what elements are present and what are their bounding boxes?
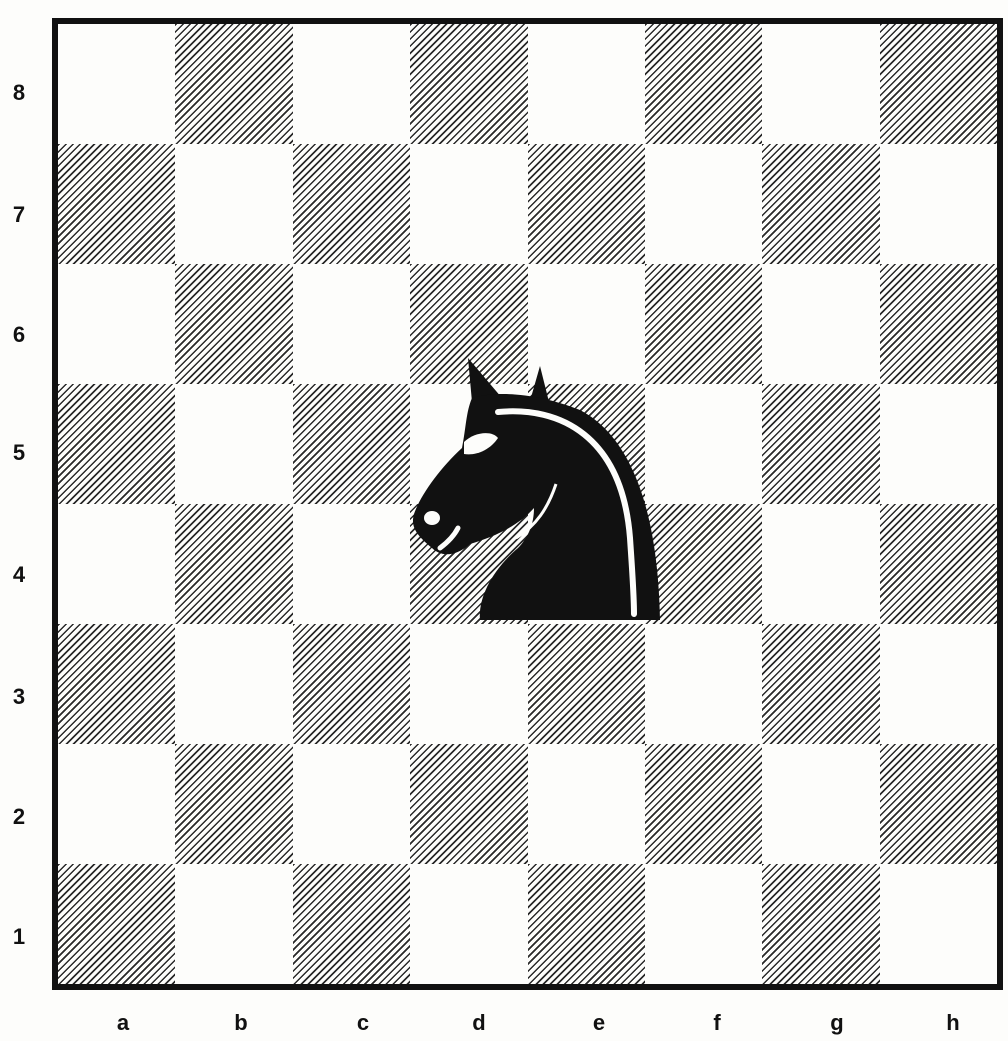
rank-label-3: 3 — [8, 684, 30, 710]
square-f5[interactable] — [645, 384, 762, 504]
square-a5[interactable] — [58, 384, 175, 504]
square-h6[interactable] — [880, 264, 997, 384]
square-a2[interactable] — [58, 744, 175, 864]
square-h8[interactable] — [880, 24, 997, 144]
square-c2[interactable] — [293, 744, 410, 864]
file-label-f: f — [702, 1010, 732, 1036]
square-g3[interactable] — [762, 624, 879, 744]
rank-label-5: 5 — [8, 440, 30, 466]
file-label-c: c — [348, 1010, 378, 1036]
square-b8[interactable] — [175, 24, 292, 144]
file-label-a: a — [108, 1010, 138, 1036]
square-g4[interactable] — [762, 504, 879, 624]
square-e7[interactable] — [528, 144, 645, 264]
file-label-b: b — [226, 1010, 256, 1036]
file-label-g: g — [822, 1010, 852, 1036]
square-a8[interactable] — [58, 24, 175, 144]
square-e1[interactable] — [528, 864, 645, 984]
square-c5[interactable] — [293, 384, 410, 504]
square-g7[interactable] — [762, 144, 879, 264]
square-b5[interactable] — [175, 384, 292, 504]
file-label-h: h — [938, 1010, 968, 1036]
rank-label-8: 8 — [8, 80, 30, 106]
square-c3[interactable] — [293, 624, 410, 744]
square-f1[interactable] — [645, 864, 762, 984]
square-b7[interactable] — [175, 144, 292, 264]
square-c6[interactable] — [293, 264, 410, 384]
square-h1[interactable] — [880, 864, 997, 984]
square-h5[interactable] — [880, 384, 997, 504]
square-d3[interactable] — [410, 624, 527, 744]
square-h7[interactable] — [880, 144, 997, 264]
square-a6[interactable] — [58, 264, 175, 384]
square-a4[interactable] — [58, 504, 175, 624]
file-label-e: e — [584, 1010, 614, 1036]
square-f8[interactable] — [645, 24, 762, 144]
square-a3[interactable] — [58, 624, 175, 744]
square-c4[interactable] — [293, 504, 410, 624]
square-f6[interactable] — [645, 264, 762, 384]
file-label-d: d — [464, 1010, 494, 1036]
square-b2[interactable] — [175, 744, 292, 864]
square-b1[interactable] — [175, 864, 292, 984]
square-b6[interactable] — [175, 264, 292, 384]
square-a1[interactable] — [58, 864, 175, 984]
rank-label-2: 2 — [8, 804, 30, 830]
square-c8[interactable] — [293, 24, 410, 144]
square-a7[interactable] — [58, 144, 175, 264]
square-f3[interactable] — [645, 624, 762, 744]
square-b4[interactable] — [175, 504, 292, 624]
square-e8[interactable] — [528, 24, 645, 144]
square-d7[interactable] — [410, 144, 527, 264]
square-f4[interactable] — [645, 504, 762, 624]
square-h3[interactable] — [880, 624, 997, 744]
square-g5[interactable] — [762, 384, 879, 504]
rank-label-6: 6 — [8, 322, 30, 348]
square-g2[interactable] — [762, 744, 879, 864]
square-g8[interactable] — [762, 24, 879, 144]
square-g1[interactable] — [762, 864, 879, 984]
square-e3[interactable] — [528, 624, 645, 744]
square-f7[interactable] — [645, 144, 762, 264]
square-e2[interactable] — [528, 744, 645, 864]
square-c1[interactable] — [293, 864, 410, 984]
rank-label-1: 1 — [8, 924, 30, 950]
square-h4[interactable] — [880, 504, 997, 624]
black-knight-icon[interactable] — [410, 358, 662, 622]
rank-label-7: 7 — [8, 202, 30, 228]
square-c7[interactable] — [293, 144, 410, 264]
square-h2[interactable] — [880, 744, 997, 864]
square-d2[interactable] — [410, 744, 527, 864]
square-g6[interactable] — [762, 264, 879, 384]
square-d1[interactable] — [410, 864, 527, 984]
square-d8[interactable] — [410, 24, 527, 144]
square-b3[interactable] — [175, 624, 292, 744]
rank-label-4: 4 — [8, 562, 30, 588]
square-f2[interactable] — [645, 744, 762, 864]
